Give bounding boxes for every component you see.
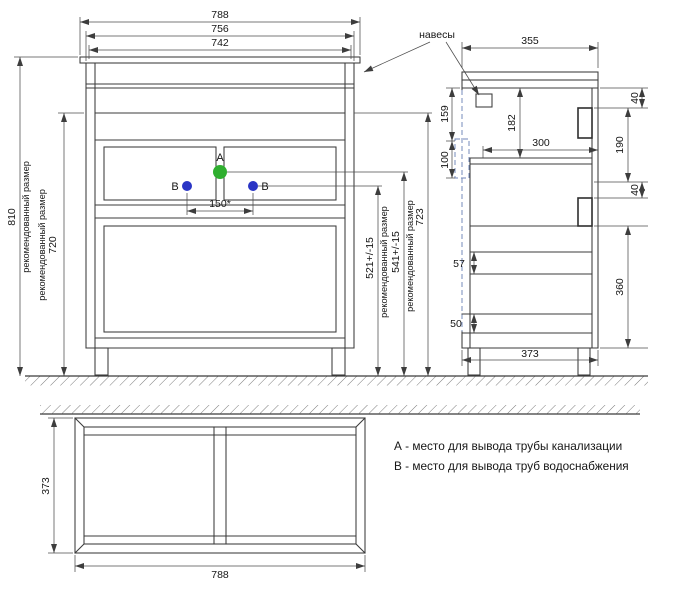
dim-373-side: 373 bbox=[521, 348, 539, 360]
dim-a-height-541: 541+/-15 bbox=[390, 231, 402, 273]
point-b-left-label: B bbox=[171, 181, 178, 193]
dim-width-788: 788 bbox=[211, 9, 229, 21]
dim-width-756: 756 bbox=[211, 23, 229, 35]
dim-depth-355: 355 bbox=[521, 35, 539, 47]
point-a-label: A bbox=[216, 152, 224, 164]
hangers-callout-label: навесы bbox=[419, 29, 455, 41]
note-recommended-size-1: рекомендованный размер bbox=[21, 161, 31, 273]
point-b-right-label: B bbox=[261, 181, 268, 193]
dim-373-bottom: 373 bbox=[40, 477, 52, 495]
side-leg-right bbox=[577, 347, 591, 376]
front-leg-right bbox=[331, 347, 346, 376]
bottom-view-dimensions: 373 788 bbox=[40, 417, 366, 581]
dim-b-height-521: 521+/-15 bbox=[364, 237, 376, 279]
pipe-zone-dashed bbox=[454, 138, 470, 179]
dim-300: 300 bbox=[532, 137, 550, 149]
dim-40-top: 40 bbox=[629, 92, 641, 104]
dim-788-bottom: 788 bbox=[211, 569, 229, 581]
dim-159: 159 bbox=[439, 105, 451, 123]
dim-57: 57 bbox=[453, 258, 465, 270]
dim-width-742: 742 bbox=[211, 37, 229, 49]
dim-drain-spacing-150: 150* bbox=[209, 198, 231, 210]
legend: А - место для вывода трубы канализации В… bbox=[394, 439, 629, 473]
wall-line-bottom bbox=[40, 405, 640, 415]
dim-190: 190 bbox=[614, 136, 626, 154]
dim-top-clearance-723: 723 bbox=[414, 208, 426, 226]
ground-line bbox=[25, 375, 648, 386]
point-a-sewer bbox=[213, 165, 227, 179]
note-recommended-size-3: рекомендованный размер bbox=[379, 206, 389, 318]
bottom-view-cabinet bbox=[74, 417, 366, 554]
dim-50: 50 bbox=[450, 318, 462, 330]
legend-item-b: В - место для вывода труб водоснабжения bbox=[394, 459, 629, 473]
dim-40-mid: 40 bbox=[629, 184, 641, 196]
wall-bracket-bottom bbox=[577, 197, 593, 227]
dim-182: 182 bbox=[506, 114, 518, 132]
hanger-bracket bbox=[475, 93, 493, 108]
wall-bracket-top bbox=[577, 107, 593, 139]
dim-height-720: 720 bbox=[47, 236, 59, 254]
side-leg-left bbox=[467, 347, 481, 376]
dim-height-810: 810 bbox=[6, 208, 18, 226]
front-view-cabinet bbox=[79, 56, 361, 376]
hangers-callout-group: навесы bbox=[363, 29, 480, 96]
point-b-right bbox=[248, 181, 258, 191]
dim-360: 360 bbox=[614, 278, 626, 296]
dim-100: 100 bbox=[439, 151, 451, 169]
point-b-left bbox=[182, 181, 192, 191]
note-recommended-size-2: рекомендованный размер bbox=[37, 189, 47, 301]
side-view-cabinet bbox=[454, 71, 599, 376]
side-view-dimensions: 355 159 100 182 300 40 190 40 360 57 50 bbox=[439, 35, 648, 366]
legend-item-a: А - место для вывода трубы канализации bbox=[394, 439, 622, 453]
front-view-dimensions: 788 756 742 810 рекомендованный размер р… bbox=[6, 9, 432, 376]
front-leg-left bbox=[94, 347, 109, 376]
service-points: A B B bbox=[171, 152, 408, 193]
note-recommended-size-4: рекомендованный размер bbox=[405, 200, 415, 312]
